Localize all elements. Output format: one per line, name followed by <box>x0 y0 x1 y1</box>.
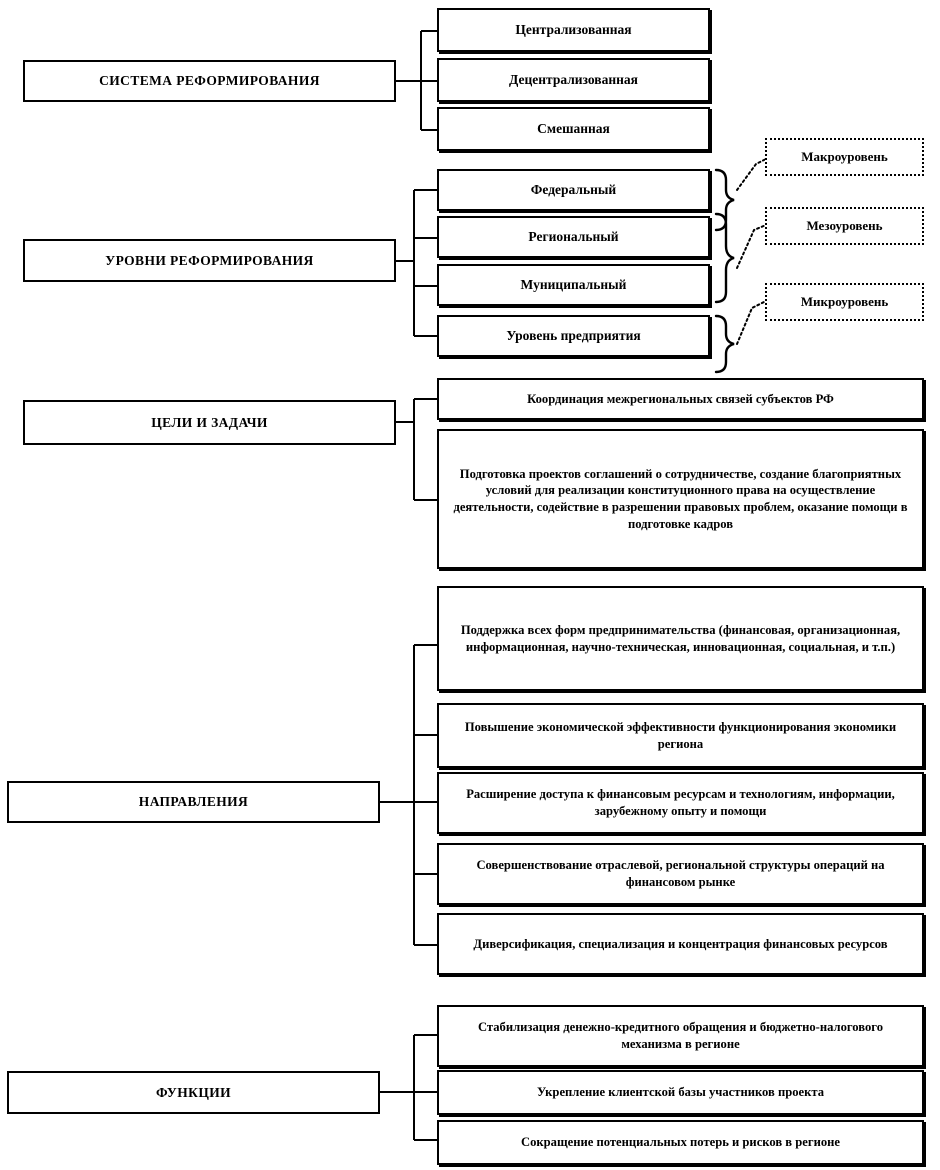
leaf-box-decentralized[interactable]: Децентрализованная <box>437 58 710 102</box>
leaf-label: Смешанная <box>537 121 610 137</box>
leaf-box-direction-efficiency[interactable]: Повышение экономической эффективности фу… <box>437 703 924 768</box>
leaf-label: Совершенствование отраслевой, региональн… <box>476 858 885 889</box>
category-label: НАПРАВЛЕНИЯ <box>138 794 249 810</box>
leaf-label: Уровень предприятия <box>506 328 641 344</box>
leaf-label: Региональный <box>528 229 619 245</box>
leaf-label: Координация межрегиональных связей субъе… <box>527 391 834 406</box>
annotation-box-macro[interactable]: Макроуровень <box>765 138 924 176</box>
leaf-box-enterprise-level[interactable]: Уровень предприятия <box>437 315 710 357</box>
annotation-label: Макроуровень <box>801 149 888 164</box>
category-box-system[interactable]: СИСТЕМА РЕФОРМИРОВАНИЯ <box>23 60 396 102</box>
leaf-box-regional[interactable]: Региональный <box>437 216 710 258</box>
category-box-directions[interactable]: НАПРАВЛЕНИЯ <box>7 781 380 823</box>
category-box-functions[interactable]: ФУНКЦИИ <box>7 1071 380 1114</box>
category-label: СИСТЕМА РЕФОРМИРОВАНИЯ <box>99 73 320 89</box>
category-box-levels[interactable]: УРОВНИ РЕФОРМИРОВАНИЯ <box>23 239 396 282</box>
leaf-label: Диверсификация, специализация и концентр… <box>473 936 888 951</box>
leaf-label: Укрепление клиентской базы участников пр… <box>536 1085 825 1100</box>
leaf-label: Расширение доступа к финансовым ресурсам… <box>466 787 895 818</box>
annotation-label: Микроуровень <box>800 294 889 309</box>
leaf-label: Децентрализованная <box>509 72 638 88</box>
category-box-goals[interactable]: ЦЕЛИ И ЗАДАЧИ <box>23 400 396 445</box>
leaf-box-function-risk-reduction[interactable]: Сокращение потенциальных потерь и рисков… <box>437 1120 924 1165</box>
category-label: УРОВНИ РЕФОРМИРОВАНИЯ <box>105 252 314 268</box>
leaf-label: Муниципальный <box>520 277 627 293</box>
leaf-box-goal-coordination[interactable]: Координация межрегиональных связей субъе… <box>437 378 924 420</box>
leaf-box-direction-access[interactable]: Расширение доступа к финансовым ресурсам… <box>437 772 924 834</box>
annotation-label: Мезоуровень <box>806 218 883 233</box>
leaf-box-function-client-base[interactable]: Укрепление клиентской базы участников пр… <box>437 1070 924 1115</box>
leaf-box-direction-support[interactable]: Поддержка всех форм предпринимательства … <box>437 586 924 691</box>
leaf-box-direction-structure[interactable]: Совершенствование отраслевой, региональн… <box>437 843 924 905</box>
leaf-box-federal[interactable]: Федеральный <box>437 169 710 211</box>
leaf-box-function-stabilization[interactable]: Стабилизация денежно-кредитного обращени… <box>437 1005 924 1067</box>
leaf-label: Сокращение потенциальных потерь и рисков… <box>521 1135 840 1150</box>
annotation-box-micro[interactable]: Микроуровень <box>765 283 924 321</box>
annotation-box-mezo[interactable]: Мезоуровень <box>765 207 924 245</box>
leaf-box-municipal[interactable]: Муниципальный <box>437 264 710 306</box>
leaf-box-direction-diversification[interactable]: Диверсификация, специализация и концентр… <box>437 913 924 975</box>
leaf-box-goal-agreements[interactable]: Подготовка проектов соглашений о сотрудн… <box>437 429 924 569</box>
leaf-label: Стабилизация денежно-кредитного обращени… <box>477 1020 884 1051</box>
leaf-label: Централизованная <box>515 22 632 38</box>
leaf-box-mixed[interactable]: Смешанная <box>437 107 710 151</box>
leaf-label: Поддержка всех форм предпринимательства … <box>460 622 901 654</box>
leaf-box-centralized[interactable]: Централизованная <box>437 8 710 52</box>
leaf-label: Повышение экономической эффективности фу… <box>464 719 897 751</box>
category-label: ФУНКЦИИ <box>155 1084 232 1100</box>
category-label: ЦЕЛИ И ЗАДАЧИ <box>151 414 268 430</box>
leaf-label: Подготовка проектов соглашений о сотрудн… <box>453 466 908 531</box>
leaf-label: Федеральный <box>530 182 617 198</box>
